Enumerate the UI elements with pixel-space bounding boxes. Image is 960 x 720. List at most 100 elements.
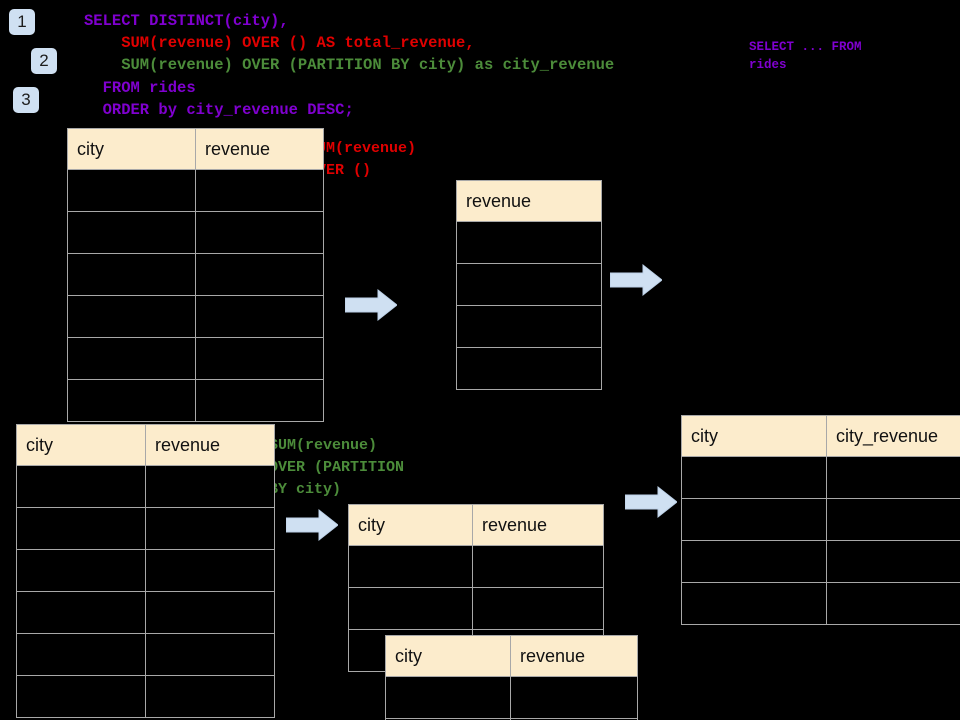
table-cell	[681, 582, 827, 625]
annotation-over-partition: SUM(revenue) OVER (PARTITION BY city)	[269, 437, 405, 498]
table-cell	[16, 591, 146, 634]
table-row	[67, 379, 324, 422]
column-header-revenue: revenue	[510, 635, 638, 677]
table-header-row: city city_revenue	[681, 415, 960, 457]
table-cell	[67, 295, 196, 338]
table-cell	[456, 305, 602, 348]
table-cell	[510, 676, 638, 719]
table-cell	[826, 498, 960, 541]
table-cell	[195, 337, 324, 380]
table-cell	[348, 587, 473, 630]
table-cell	[195, 253, 324, 296]
table-row	[681, 540, 960, 583]
table-cell	[145, 549, 275, 592]
sql-line-from: FROM rides	[84, 79, 196, 97]
table-row	[16, 549, 275, 592]
select-from-rides-label: SELECT ... FROM rides	[749, 40, 862, 72]
table-cell	[510, 718, 638, 720]
table-partition-group-b: city revenue	[385, 635, 638, 720]
table-row	[385, 718, 638, 720]
arrow-bottom-left-icon	[286, 508, 338, 542]
step-badge-2: 2	[31, 48, 57, 74]
table-rides-source-bottom: city revenue	[16, 424, 275, 718]
table-cell	[826, 456, 960, 499]
sql-line-total-revenue: SUM(revenue) OVER () AS total_revenue,	[84, 34, 475, 52]
sql-line-city-revenue: SUM(revenue) OVER (PARTITION BY city) as…	[84, 56, 615, 74]
table-row	[16, 633, 275, 676]
table-header-row: city revenue	[67, 128, 324, 170]
table-cell	[195, 211, 324, 254]
table-cell	[472, 587, 604, 630]
table-cell	[16, 507, 146, 550]
arrow-top-left-icon	[345, 288, 397, 322]
table-header-row: city revenue	[385, 635, 638, 677]
table-cell	[195, 169, 324, 212]
table-cell	[195, 379, 324, 422]
table-total-revenue-result: revenue	[456, 180, 602, 390]
column-header-revenue: revenue	[456, 180, 602, 222]
table-row	[67, 295, 324, 338]
table-row	[67, 211, 324, 254]
table-cell	[145, 465, 275, 508]
column-header-revenue: revenue	[145, 424, 275, 466]
table-cell	[145, 591, 275, 634]
table-cell	[16, 633, 146, 676]
table-cell	[67, 211, 196, 254]
column-header-city: city	[348, 504, 473, 546]
table-cell	[145, 675, 275, 718]
table-row	[456, 221, 602, 264]
arrow-bottom-right-icon	[625, 485, 677, 519]
table-row	[67, 169, 324, 212]
table-cell	[472, 545, 604, 588]
table-header-row: city revenue	[16, 424, 275, 466]
table-row	[67, 253, 324, 296]
table-row	[456, 347, 602, 390]
table-cell	[681, 456, 827, 499]
column-header-revenue: revenue	[195, 128, 324, 170]
table-row	[681, 582, 960, 625]
table-cell	[145, 507, 275, 550]
table-row	[16, 675, 275, 718]
table-cell	[456, 221, 602, 264]
table-final-result: city city_revenue	[681, 415, 960, 625]
table-header-row: revenue	[456, 180, 602, 222]
sql-line-select-distinct: SELECT DISTINCT(city),	[84, 12, 289, 30]
table-row	[681, 498, 960, 541]
column-header-revenue: revenue	[472, 504, 604, 546]
table-row	[456, 305, 602, 348]
sql-line-order-by: ORDER by city_revenue DESC;	[84, 101, 354, 119]
table-header-row: city revenue	[348, 504, 604, 546]
table-cell	[195, 295, 324, 338]
table-cell	[826, 540, 960, 583]
table-row	[16, 465, 275, 508]
table-row	[67, 337, 324, 380]
table-cell	[826, 582, 960, 625]
table-cell	[16, 675, 146, 718]
table-row	[16, 507, 275, 550]
table-row	[348, 545, 604, 588]
table-row	[456, 263, 602, 306]
column-header-city: city	[681, 415, 827, 457]
table-rides-source-top: city revenue	[67, 128, 324, 422]
table-cell	[67, 379, 196, 422]
table-cell	[456, 347, 602, 390]
step-badge-1: 1	[9, 9, 35, 35]
table-cell	[385, 676, 511, 719]
table-cell	[681, 540, 827, 583]
table-cell	[681, 498, 827, 541]
column-header-city: city	[67, 128, 196, 170]
table-row	[16, 591, 275, 634]
table-row	[348, 587, 604, 630]
step-badge-3: 3	[13, 87, 39, 113]
column-header-city-revenue: city_revenue	[826, 415, 960, 457]
table-cell	[456, 263, 602, 306]
table-cell	[67, 253, 196, 296]
annotation-over-empty: SUM(revenue) OVER ()	[308, 140, 417, 179]
column-header-city: city	[16, 424, 146, 466]
table-cell	[67, 337, 196, 380]
arrow-top-right-icon	[610, 263, 662, 297]
table-cell	[145, 633, 275, 676]
table-cell	[348, 545, 473, 588]
column-header-city: city	[385, 635, 511, 677]
